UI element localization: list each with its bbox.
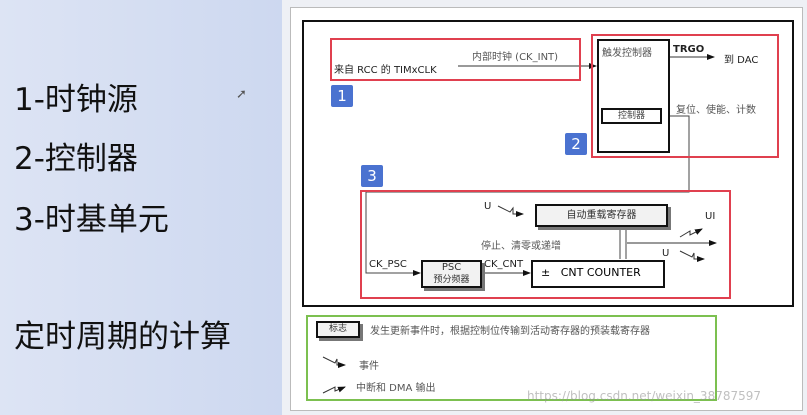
stop-clear-label: 停止、清零或递增 [481, 241, 561, 252]
timer-block-border [302, 20, 794, 307]
ui-label: UI [705, 211, 716, 222]
clock-source-region [330, 38, 581, 81]
to-dac-label: 到 DAC [724, 55, 759, 66]
flag-box: 标志 [316, 321, 360, 338]
psc-prescaler-box: PSC 预分频器 [421, 260, 482, 288]
controller-region [591, 34, 779, 158]
auto-reload-register: 自动重载寄存器 [535, 204, 668, 227]
controller-box: 控制器 [601, 108, 662, 124]
item-time-base: 3-时基单元 [14, 202, 169, 238]
ck-psc-label: CK_PSC [369, 259, 407, 270]
item-controller: 2-控制器 [14, 141, 138, 177]
item-period-calc: 定时周期的计算 [14, 319, 231, 355]
trigger-controller-label: 触发控制器 [602, 48, 652, 59]
trgo-label: TRGO [673, 44, 705, 55]
update-u-label: U [484, 201, 492, 212]
badge-3: 3 [361, 165, 383, 187]
event-label: 事件 [359, 361, 379, 372]
cnt-counter-box: ± CNT COUNTER [531, 260, 665, 288]
item-clock-source: 1-时钟源 [14, 82, 138, 118]
psc-sub-label: 预分频器 [433, 275, 470, 285]
mouse-cursor-icon: ➚ [236, 87, 247, 102]
interrupt-dma-label: 中断和 DMA 输出 [356, 383, 436, 394]
ck-cnt-label: CK_CNT [484, 259, 524, 270]
badge-1: 1 [331, 85, 353, 107]
badge-2: 2 [565, 133, 587, 155]
reset-enable-count-label: 复位、使能、计数 [676, 105, 756, 116]
clock-source-label: 来自 RCC 的 TIMxCLK [334, 65, 437, 76]
watermark: https://blog.csdn.net/weixin_38787597 [527, 389, 762, 403]
trigger-controller-box [597, 39, 670, 153]
time-base-region [360, 190, 731, 299]
flag-description: 发生更新事件时，根据控制位传输到活动寄存器的预装载寄存器 [370, 326, 650, 337]
slide-text-panel: 1-时钟源 2-控制器 3-时基单元 定时周期的计算 ➚ [0, 0, 282, 415]
psc-label: PSC [441, 262, 462, 273]
u-output-label: U [662, 248, 670, 259]
internal-clock-label: 内部时钟 (CK_INT) [472, 52, 559, 63]
legend-box [306, 315, 717, 401]
